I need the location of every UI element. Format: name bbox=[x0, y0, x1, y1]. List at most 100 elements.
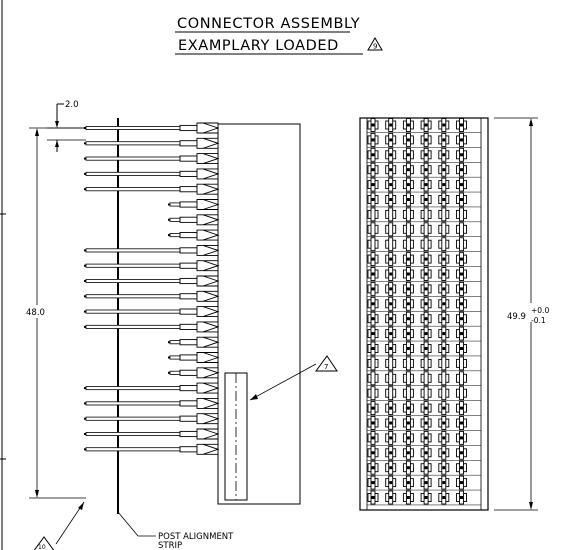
contact-cell bbox=[385, 222, 397, 237]
contact-cell bbox=[438, 252, 450, 267]
contact-cell bbox=[385, 207, 397, 222]
contact-pin bbox=[460, 332, 463, 336]
contact-cell bbox=[402, 311, 414, 326]
contact-cell bbox=[367, 177, 379, 192]
contact-cell bbox=[367, 281, 379, 296]
pin-rows bbox=[84, 122, 220, 455]
contact-slot bbox=[370, 356, 376, 371]
contact-cell bbox=[402, 371, 414, 386]
contact-cell bbox=[402, 430, 414, 445]
contact-pin bbox=[442, 168, 446, 172]
contact-slot bbox=[441, 207, 447, 222]
contact-cell bbox=[438, 177, 450, 192]
contact-pin bbox=[442, 183, 446, 187]
title-line-2: EXAMPLARY LOADED bbox=[178, 38, 339, 54]
contact-cell bbox=[402, 356, 414, 371]
pin-row bbox=[168, 367, 220, 379]
pin-tip bbox=[84, 157, 86, 160]
contact-clip bbox=[196, 275, 220, 287]
contact-pin bbox=[442, 123, 446, 127]
pin-tail bbox=[85, 386, 181, 391]
contact-cell bbox=[420, 475, 432, 490]
contact-cell bbox=[420, 445, 432, 460]
pin-tip bbox=[84, 310, 86, 313]
contact-cell bbox=[420, 252, 432, 267]
contact-pin bbox=[460, 168, 463, 172]
contact-pin bbox=[442, 466, 446, 470]
contact-cell bbox=[367, 192, 379, 207]
overall-height-value: 48.0 bbox=[26, 308, 45, 318]
contact-clip bbox=[196, 183, 220, 195]
contact-cell bbox=[385, 147, 397, 162]
contact-cell bbox=[438, 118, 450, 132]
contact-cell bbox=[367, 311, 379, 326]
pin-tail bbox=[85, 431, 181, 436]
contact-cell bbox=[402, 147, 414, 162]
contact-pin bbox=[442, 287, 446, 291]
contact-cell bbox=[456, 237, 467, 252]
pin-shoulder bbox=[179, 308, 198, 315]
pin-tail bbox=[85, 187, 181, 192]
pin-tail bbox=[85, 141, 181, 146]
contact-pin bbox=[371, 436, 375, 440]
contact-cell bbox=[367, 207, 379, 222]
contact-cell bbox=[438, 267, 450, 281]
contact-pin bbox=[442, 153, 446, 157]
pin-tail bbox=[85, 156, 181, 161]
pin-row bbox=[84, 306, 220, 318]
contact-pin bbox=[406, 287, 410, 291]
contact-slot bbox=[370, 386, 376, 401]
overall-height-dimension: 48.0 bbox=[26, 127, 86, 499]
contact-cell bbox=[385, 475, 397, 490]
contact-slot bbox=[441, 222, 447, 237]
contact-cell bbox=[367, 416, 379, 430]
pin-shoulder bbox=[179, 430, 198, 438]
contact-cell bbox=[438, 132, 450, 147]
contact-slot bbox=[423, 222, 429, 237]
contact-cell bbox=[456, 401, 467, 416]
contact-pin bbox=[406, 421, 410, 425]
contact-cell bbox=[456, 460, 467, 475]
pin-row bbox=[84, 397, 220, 409]
keying-note-leader: 7 bbox=[249, 355, 338, 401]
contact-pin bbox=[460, 272, 463, 276]
pin-tip bbox=[168, 356, 170, 359]
contact-pin bbox=[424, 466, 428, 470]
contact-slot bbox=[388, 207, 394, 222]
pin-shoulder bbox=[179, 339, 198, 346]
contact-cell bbox=[420, 460, 432, 475]
contact-pin bbox=[442, 272, 446, 276]
contact-pin bbox=[406, 123, 410, 127]
contact-pin bbox=[389, 183, 393, 187]
contact-cell bbox=[367, 296, 379, 311]
contact-slot bbox=[459, 386, 464, 401]
contact-cell bbox=[367, 252, 379, 267]
contact-cell bbox=[456, 326, 467, 341]
contact-cell bbox=[438, 311, 450, 326]
pin-tip bbox=[168, 341, 170, 344]
contact-cell bbox=[438, 386, 450, 401]
pin-shoulder bbox=[179, 232, 198, 239]
contact-cell bbox=[385, 311, 397, 326]
contact-cell bbox=[438, 207, 450, 222]
contact-cell bbox=[402, 207, 414, 222]
pitch-dimension-value: 2.0 bbox=[65, 100, 79, 110]
pin-tail bbox=[85, 309, 181, 314]
contact-cell bbox=[456, 281, 467, 296]
contact-pin bbox=[442, 436, 446, 440]
contact-clip bbox=[196, 137, 220, 149]
contact-slot bbox=[441, 356, 447, 371]
contact-cell bbox=[456, 475, 467, 490]
contact-cell bbox=[456, 416, 467, 430]
contact-clip bbox=[196, 428, 220, 440]
contact-pin bbox=[424, 421, 428, 425]
keying-note-flag-number: 7 bbox=[324, 363, 328, 371]
contact-cell bbox=[402, 341, 414, 356]
contact-pin bbox=[460, 123, 463, 127]
contact-pin bbox=[389, 123, 393, 127]
contact-cell bbox=[367, 118, 379, 132]
contact-pin bbox=[424, 317, 428, 321]
drawing-title: CONNECTOR ASSEMBLY EXAMPLARY LOADED 9 bbox=[175, 16, 383, 55]
contact-slot bbox=[459, 237, 464, 252]
pin-tip bbox=[84, 295, 86, 298]
